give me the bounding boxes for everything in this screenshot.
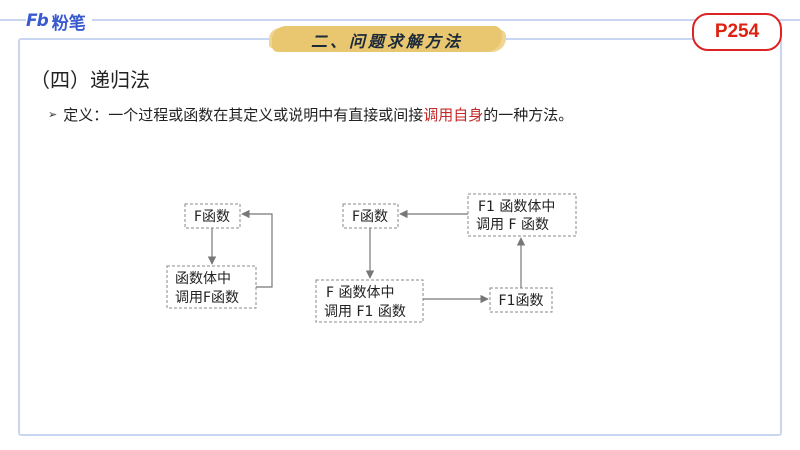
right-f-body-line1: F 函数体中 [326,285,395,301]
right-f1-box [489,287,553,313]
right-f1-body-box [467,193,577,237]
left-f-label: F函数 [194,209,230,225]
left-body-line2: 调用F函数 [175,290,239,306]
header-divider [0,19,800,21]
logo-mark: Fb [26,11,49,31]
arrow-bullet-icon: ➢ [48,108,58,121]
right-f1-body-line1: F1 函数体中 [478,199,555,215]
definition-line: ➢ 定义：一个过程或函数在其定义或说明中有直接或间接调用自身的一种方法。 [48,104,573,125]
right-f1-label: F1函数 [499,293,544,309]
section-title: 二、问题求解方法 [310,32,463,51]
right-f1-body-line2: 调用 F 函数 [476,217,549,233]
left-body-line1: 函数体中 [175,271,231,287]
title-brush-background [272,26,502,52]
logo-text: 粉笔 [51,13,86,34]
page-heading: （四）递归法 [30,68,150,92]
right-f-box [342,203,399,229]
page-badge: P254 [692,13,782,51]
right-f-label: F函数 [352,209,388,225]
right-f-body-box [315,279,424,323]
definition-prefix: 定义：一个过程或函数在其定义或说明中有直接或间接 [63,106,424,124]
definition-highlight: 调用自身 [423,106,484,124]
brand-logo: Fb 粉笔 [26,10,92,34]
left-return-arrow [241,209,273,288]
left-f-box [184,203,241,229]
right-f-body-line2: 调用 F1 函数 [324,304,406,320]
definition-suffix: 的一种方法。 [483,106,574,124]
